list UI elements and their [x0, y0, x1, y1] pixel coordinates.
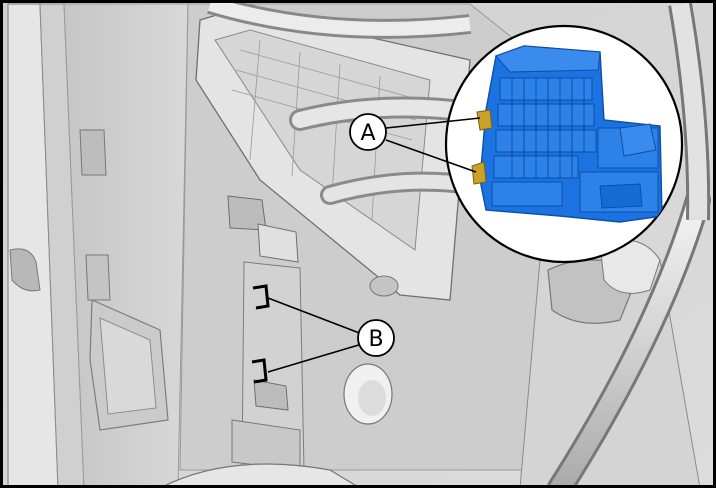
clip-b-upper	[252, 284, 270, 310]
clip-b-lower	[251, 358, 268, 384]
callout-a: A	[349, 113, 387, 151]
fuse-box-detail	[479, 45, 663, 223]
clip-a-upper	[476, 109, 493, 131]
leader-lines-a	[385, 117, 481, 173]
callout-a-label: A	[360, 121, 375, 146]
callout-b: B	[357, 319, 395, 357]
magnified-inset	[444, 24, 684, 264]
callout-b-label: B	[368, 327, 383, 352]
leader-lines-b	[267, 297, 363, 373]
clip-a-lower	[471, 161, 487, 185]
